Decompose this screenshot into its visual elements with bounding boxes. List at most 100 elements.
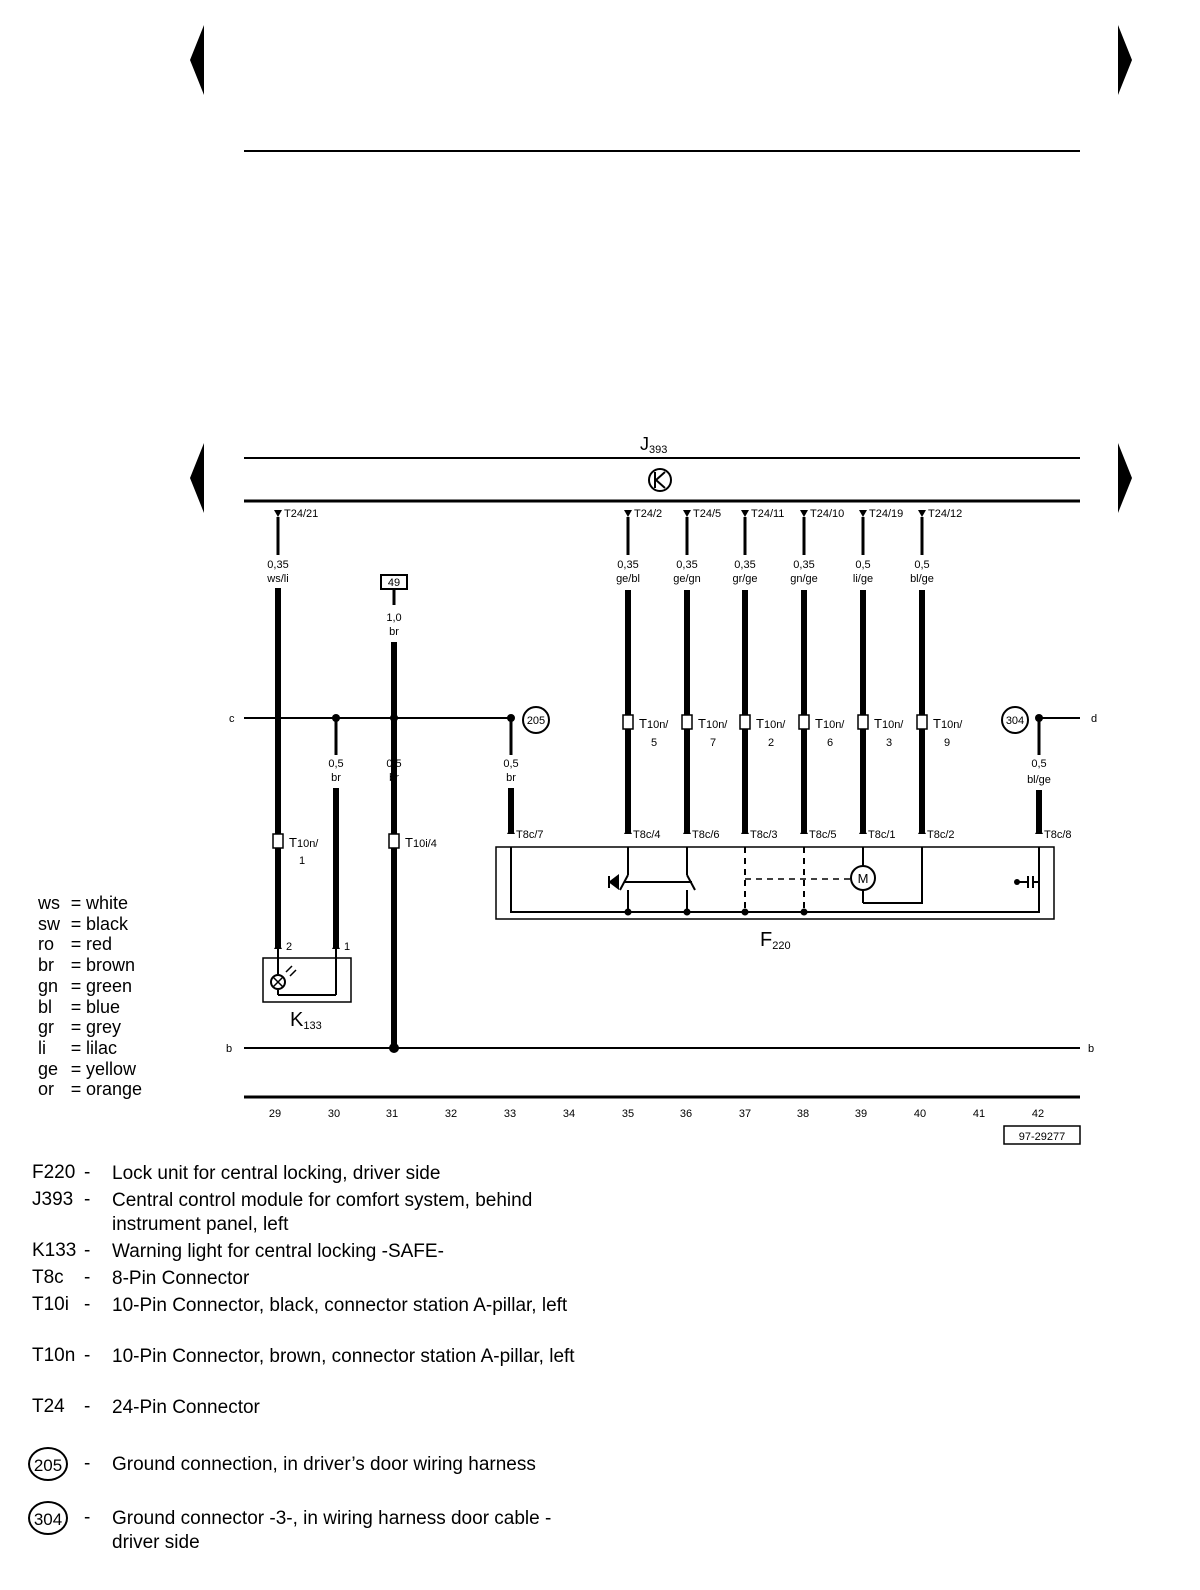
svg-text:T8c/3: T8c/3 <box>750 829 778 841</box>
legend-code: F220 <box>32 1162 76 1183</box>
legend-dash: - <box>84 1162 91 1183</box>
color-code: ge <box>38 1058 59 1079</box>
junction-205 <box>507 714 515 722</box>
pin-t24-11: T24/11 <box>751 508 784 520</box>
color-name: lilac <box>86 1037 118 1058</box>
svg-text:7: 7 <box>710 737 716 749</box>
pin-t24-10: T24/10 <box>810 508 844 520</box>
svg-text:0,35: 0,35 <box>676 559 697 571</box>
junction-b-31 <box>389 1043 399 1053</box>
svg-text:T10n/: T10n/ <box>756 716 786 731</box>
junction-30 <box>332 714 340 722</box>
svg-text:37: 37 <box>739 1108 751 1120</box>
equals-sign: = <box>70 1037 82 1058</box>
svg-text:1: 1 <box>299 855 305 867</box>
legend-code: T24 <box>32 1396 65 1417</box>
terminal-49-box <box>380 574 408 590</box>
color-legend-row: gr=grey <box>38 1017 208 1038</box>
svg-text:0,5: 0,5 <box>386 758 401 770</box>
legend-dash: - <box>84 1507 91 1528</box>
color-code: or <box>38 1079 55 1100</box>
ground-304-marker: 304 <box>1001 706 1029 734</box>
equals-sign: = <box>70 955 82 976</box>
ground-205-marker: 205 <box>522 706 550 734</box>
j393-label: J393 <box>640 434 667 456</box>
svg-text:T8c/1: T8c/1 <box>868 829 896 841</box>
t10n-connectors <box>272 714 928 849</box>
svg-text:br: br <box>389 772 399 784</box>
pin-arrows <box>274 510 926 517</box>
svg-text:li/ge: li/ge <box>853 573 873 585</box>
svg-text:T10n/: T10n/ <box>933 716 963 731</box>
color-legend-row: ge =yellow <box>38 1059 208 1080</box>
edge-label-b-right: b <box>1088 1043 1094 1055</box>
next-page-arrow-icon[interactable] <box>1118 25 1132 95</box>
color-name: green <box>86 975 133 996</box>
color-name: yellow <box>86 1058 137 1079</box>
legend-dash: - <box>84 1294 91 1315</box>
equals-sign: = <box>70 1058 82 1079</box>
svg-text:31: 31 <box>386 1108 398 1120</box>
color-legend-row: or=orange <box>38 1079 208 1100</box>
prev-page-arrow-icon[interactable] <box>190 25 204 95</box>
svg-text:T8c/2: T8c/2 <box>927 829 955 841</box>
motor-icon <box>850 865 876 891</box>
svg-text:0,5: 0,5 <box>914 559 929 571</box>
pin-t24-2: T24/2 <box>634 508 662 520</box>
svg-text:T8c/5: T8c/5 <box>809 829 837 841</box>
f220-lock-unit: M <box>495 846 1055 920</box>
color-name: white <box>86 893 129 913</box>
svg-text:gr/ge: gr/ge <box>732 573 757 585</box>
svg-text:ge/bl: ge/bl <box>616 573 640 585</box>
color-code: ro <box>38 934 55 955</box>
color-name: blue <box>86 996 121 1017</box>
svg-text:ge/gn: ge/gn <box>673 573 701 585</box>
color-code: bl <box>38 996 53 1017</box>
comfort-module-icon <box>648 468 672 492</box>
svg-text:br: br <box>506 772 516 784</box>
svg-text:38: 38 <box>797 1108 809 1120</box>
svg-text:T8c/4: T8c/4 <box>633 829 661 841</box>
equals-sign: = <box>70 913 82 934</box>
svg-text:T10n/: T10n/ <box>639 716 669 731</box>
legend-dash: - <box>84 1189 91 1210</box>
pin-t24-12: T24/12 <box>928 508 962 520</box>
pin-t24-19: T24/19 <box>869 508 903 520</box>
equals-sign: = <box>70 1079 82 1100</box>
terminal-49-label: 49 <box>388 577 400 589</box>
svg-text:29: 29 <box>269 1108 281 1120</box>
svg-text:T8c/8: T8c/8 <box>1044 829 1072 841</box>
color-code: gr <box>38 1017 55 1038</box>
color-name: brown <box>86 955 136 976</box>
svg-text:ws/li: ws/li <box>266 573 288 585</box>
svg-text:M: M <box>858 871 869 886</box>
legend-dash: - <box>84 1345 91 1366</box>
legend-code: J393 <box>32 1189 74 1210</box>
color-legend-row: li=lilac <box>38 1038 208 1059</box>
svg-text:304: 304 <box>1006 715 1024 727</box>
f220-label: F220 <box>760 929 791 952</box>
legend-dash: - <box>84 1396 91 1417</box>
next-section-arrow-icon[interactable] <box>1118 443 1132 513</box>
equals-sign: = <box>70 934 82 955</box>
legend-desc: Warning light for central locking -SAFE- <box>112 1241 444 1262</box>
color-legend-row: bl =blue <box>38 997 208 1018</box>
k133-pin-1: 1 <box>344 941 350 953</box>
svg-text:30: 30 <box>328 1108 340 1120</box>
junction-304 <box>1035 714 1043 722</box>
color-legend-row: ro=red <box>38 934 208 955</box>
color-code: sw <box>38 913 60 934</box>
legend-desc: 10-Pin Connector, black, connector stati… <box>112 1295 568 1316</box>
equals-sign: = <box>70 996 82 1017</box>
color-legend: ws=white sw=black ro=red br=brown gn=gre… <box>38 893 208 1100</box>
legend-desc: 10-Pin Connector, brown, connector stati… <box>112 1346 575 1367</box>
prev-section-arrow-icon[interactable] <box>190 443 204 513</box>
t8c-arrows <box>507 827 1043 834</box>
legend-dash: - <box>84 1240 91 1261</box>
pin-t24-5: T24/5 <box>693 508 721 520</box>
svg-text:T10n/: T10n/ <box>698 716 728 731</box>
color-code: gn <box>38 975 59 996</box>
color-name: grey <box>86 1017 122 1038</box>
t10n-pin-numbers: 5 7 2 6 3 9 1 <box>299 737 950 867</box>
